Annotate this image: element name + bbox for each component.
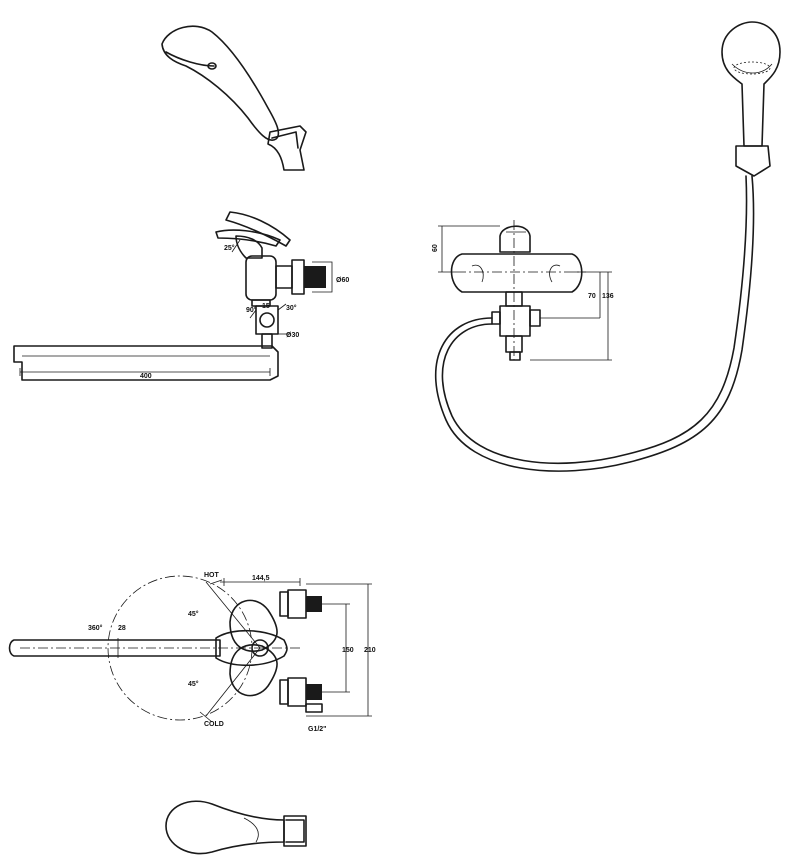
label-dim-136: 136 <box>602 293 614 300</box>
label-dim-210: 210 <box>364 647 376 654</box>
label-angle-90: 90° <box>246 306 257 314</box>
label-angle-45-top: 45° <box>188 610 199 618</box>
label-dim-60: 60 <box>432 244 439 252</box>
label-dia-60: Ø60 <box>336 277 349 284</box>
label-dia-30: Ø30 <box>286 332 299 339</box>
label-dim-400: 400 <box>140 373 152 380</box>
label-angle-360: 360° <box>88 624 103 632</box>
label-angle-25: 25° <box>224 244 235 252</box>
faucet-side-view: 25° Ø60 90° 15 30° Ø30 400 <box>13 211 349 381</box>
label-dim-70: 70 <box>588 293 596 300</box>
label-dim-144-5: 144,5 <box>252 575 270 582</box>
faucet-top-view: HOT 144,5 360° 28 45° 45° 150 210 COLD G… <box>8 572 376 733</box>
label-hot: HOT <box>204 572 220 579</box>
label-thread: G1/2" <box>308 726 327 733</box>
faucet-front-view: 60 70 136 <box>432 21 781 472</box>
hand-shower-bottom-view <box>165 800 307 855</box>
label-angle-45-bottom: 45° <box>188 680 199 688</box>
label-cold: COLD <box>204 721 224 728</box>
hand-shower-holder-view <box>161 25 307 171</box>
label-dim-28: 28 <box>118 625 126 632</box>
label-dim-15: 15 <box>262 303 270 310</box>
label-dim-150: 150 <box>342 647 354 654</box>
label-angle-30: 30° <box>286 304 297 312</box>
